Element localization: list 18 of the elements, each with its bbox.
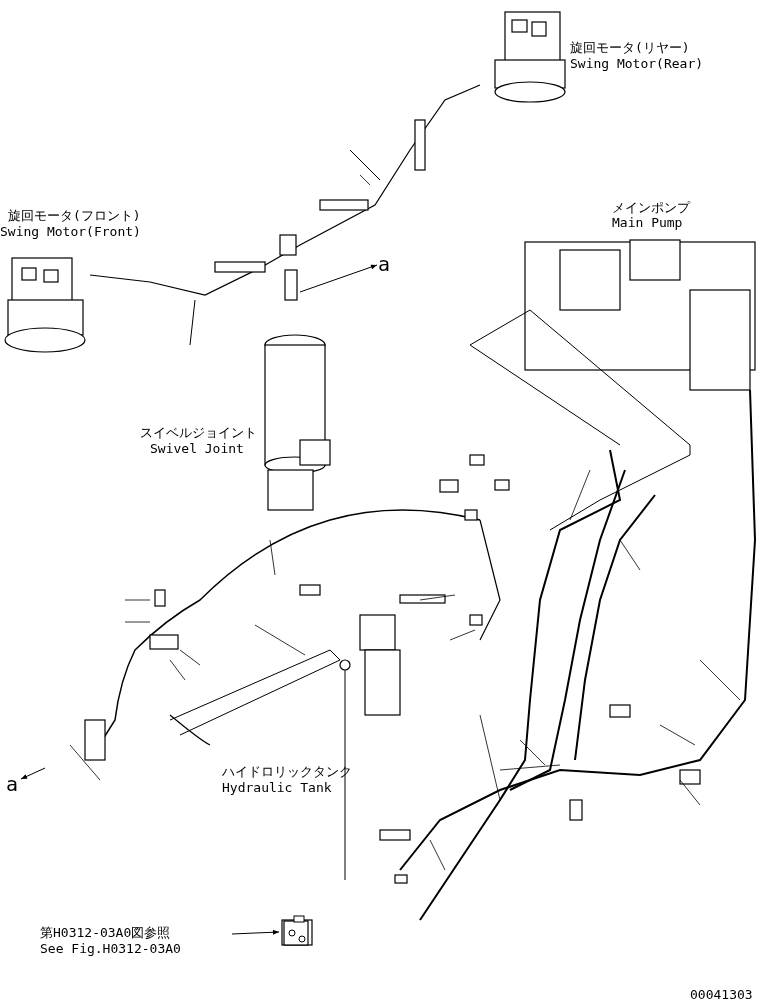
reference-note: 第H0312-03A0図参照 <box>40 925 172 941</box>
part-name-label: ハイドロリックタンク <box>222 764 352 779</box>
reference-note: See Fig.H0312-03A0 <box>40 941 182 957</box>
part-name-label: Swing Motor(Rear) <box>570 56 704 71</box>
part-name-label: Swing Motor(Front) <box>0 224 141 239</box>
reference-letter: a <box>6 775 20 793</box>
part-name-label: Main Pump <box>612 215 683 230</box>
part-name-label: 旋回モータ(フロント) <box>8 208 141 223</box>
part-name-label: 旋回モータ(リヤー) <box>570 40 690 55</box>
part-name-label: Hydraulic Tank <box>222 780 332 795</box>
part-name-label: メインポンプ <box>612 200 690 215</box>
drawing-number: 00041303 <box>690 987 753 1002</box>
reference-letter: a <box>378 255 392 273</box>
arrow <box>231 929 280 935</box>
arrow <box>20 767 46 780</box>
part-name-label: Swivel Joint <box>150 441 244 456</box>
arrow <box>299 264 378 293</box>
part-name-label: スイベルジョイント <box>140 425 257 440</box>
